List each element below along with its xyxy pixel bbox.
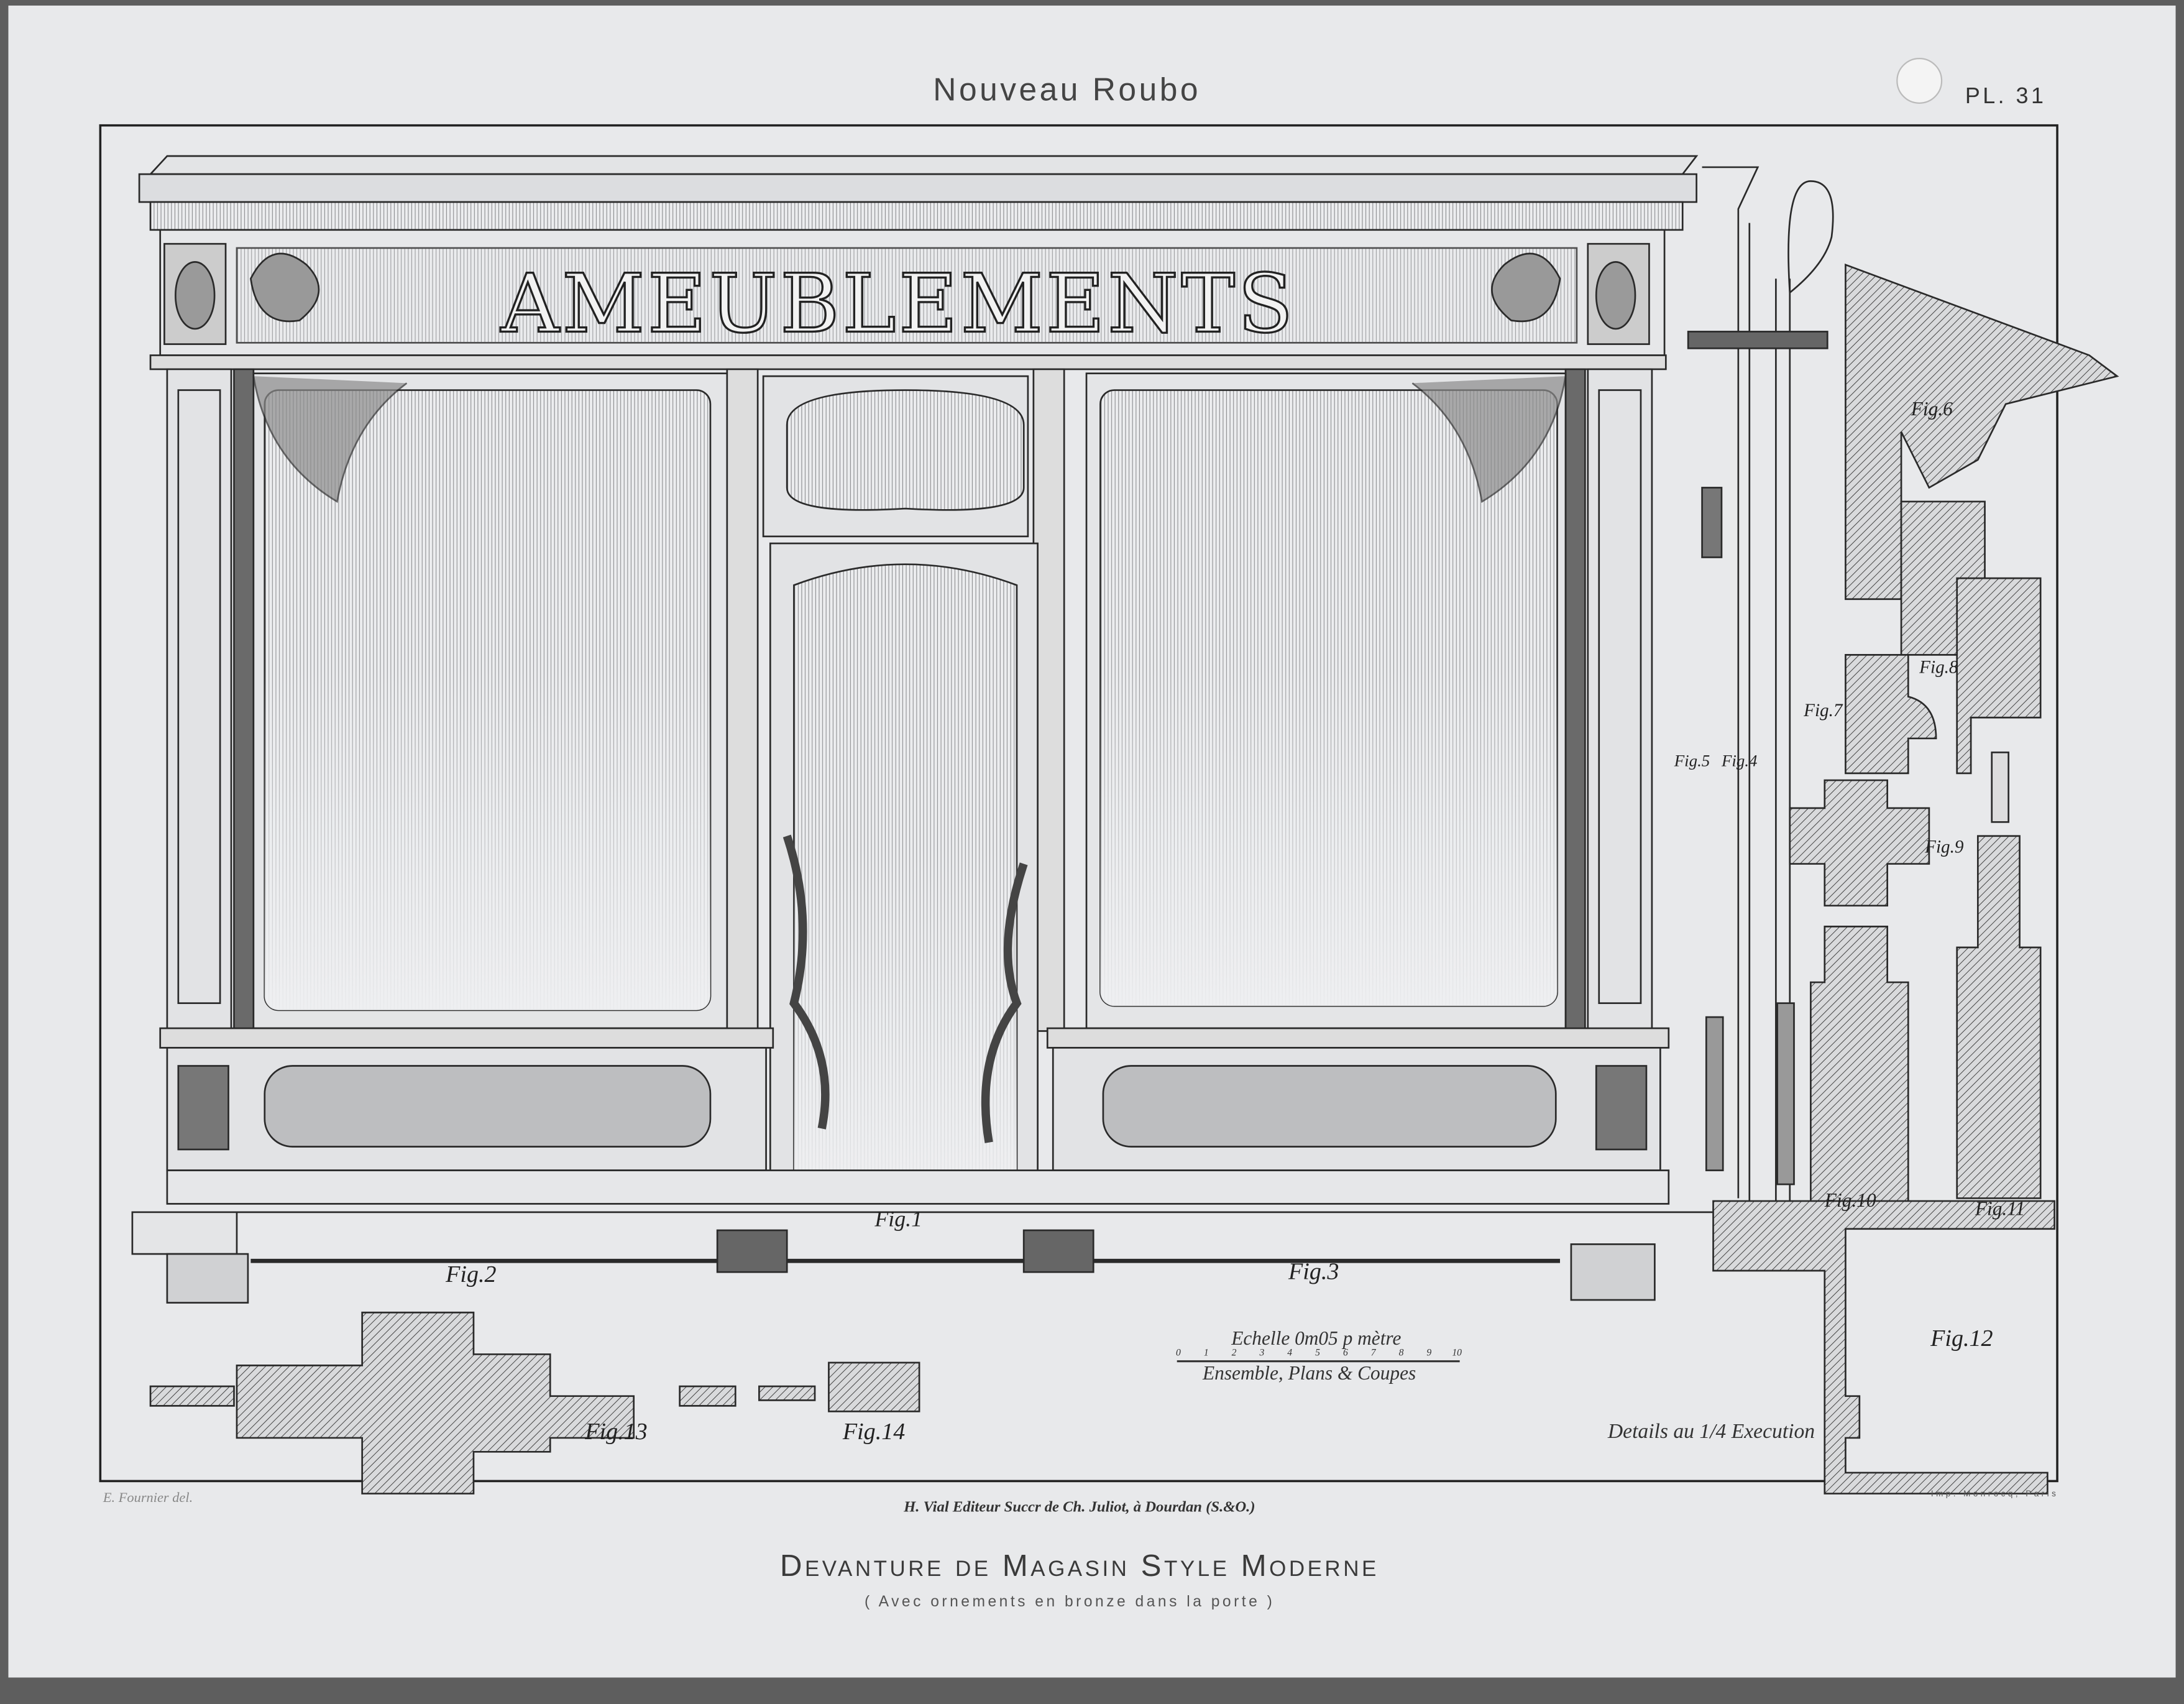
publisher-credit: H. Vial Editeur Succr de Ch. Juliot, à D… [903,1499,1255,1516]
detail-sections [1712,263,2119,1494]
fig3-label: Fig.3 [1288,1258,1339,1284]
fig12-label: Fig.12 [1930,1325,1993,1352]
scale-tick-label: 7 [1371,1348,1377,1358]
plate-number: PL. 31 [1965,83,2047,108]
fig9-label: Fig.9 [1924,837,1964,857]
fig13-label: Fig.13 [584,1419,647,1445]
scale-title: Echelle 0m05 p mètre [1231,1327,1401,1349]
fig4-label: Fig.4 [1721,752,1757,770]
fig8-label: Fig.8 [1919,658,1958,678]
plan-details-figs-13-14 [149,1311,920,1494]
plate-border [99,124,2058,1483]
fig7-label: Fig.7 [1803,701,1843,721]
scale-tick-label: 5 [1315,1348,1320,1358]
series-title: Nouveau Roubo [933,71,1201,107]
fig6-label: Fig.6 [1911,398,1953,420]
fig1-label: Fig.1 [874,1206,922,1231]
punch-hole [1896,58,1943,104]
draftsman-credit: E. Fournier del. [103,1490,193,1505]
scale-tick-label: 8 [1399,1348,1404,1358]
scale-tick-label: 3 [1259,1348,1264,1358]
scale-tick-label: 6 [1343,1348,1348,1358]
storefront-elevation [138,155,1699,1205]
fig14-label: Fig.14 [842,1419,905,1445]
scale-tick-label: 1 [1204,1348,1209,1358]
scale-tick-label: 4 [1287,1348,1292,1358]
scale-tick-label: 10 [1452,1348,1462,1358]
scale-caption: Ensemble, Plans & Coupes [1202,1362,1416,1384]
scale-tick-label: 2 [1232,1348,1237,1358]
plate-title: Devanture de Magasin Style Moderne [780,1549,1379,1583]
plan-section-figs-2-3 [131,1211,1714,1304]
scale-tick-label: 9 [1426,1348,1431,1358]
printer-credit: Imp. Monrocq, Paris [1931,1489,2058,1498]
shop-sign-text: AMEUBLEMENTS [500,256,1296,351]
plate-subtitle: ( Avec ornements en bronze dans la porte… [865,1593,1275,1610]
fig5-label: Fig.5 [1674,752,1710,770]
fig2-label: Fig.2 [445,1261,496,1287]
fig11-label: Fig.11 [1975,1197,2025,1219]
scale-tick-label: 0 [1176,1348,1181,1358]
fig10-label: Fig.10 [1824,1189,1876,1211]
details-note: Details au 1/4 Execution [1607,1420,1815,1443]
side-section-figs-4-5 [1687,166,1834,1201]
scale-bar: Echelle 0m05 p mètre 0 1 2 3 4 5 6 7 8 9 10 Ensemb… [1176,1327,1462,1384]
